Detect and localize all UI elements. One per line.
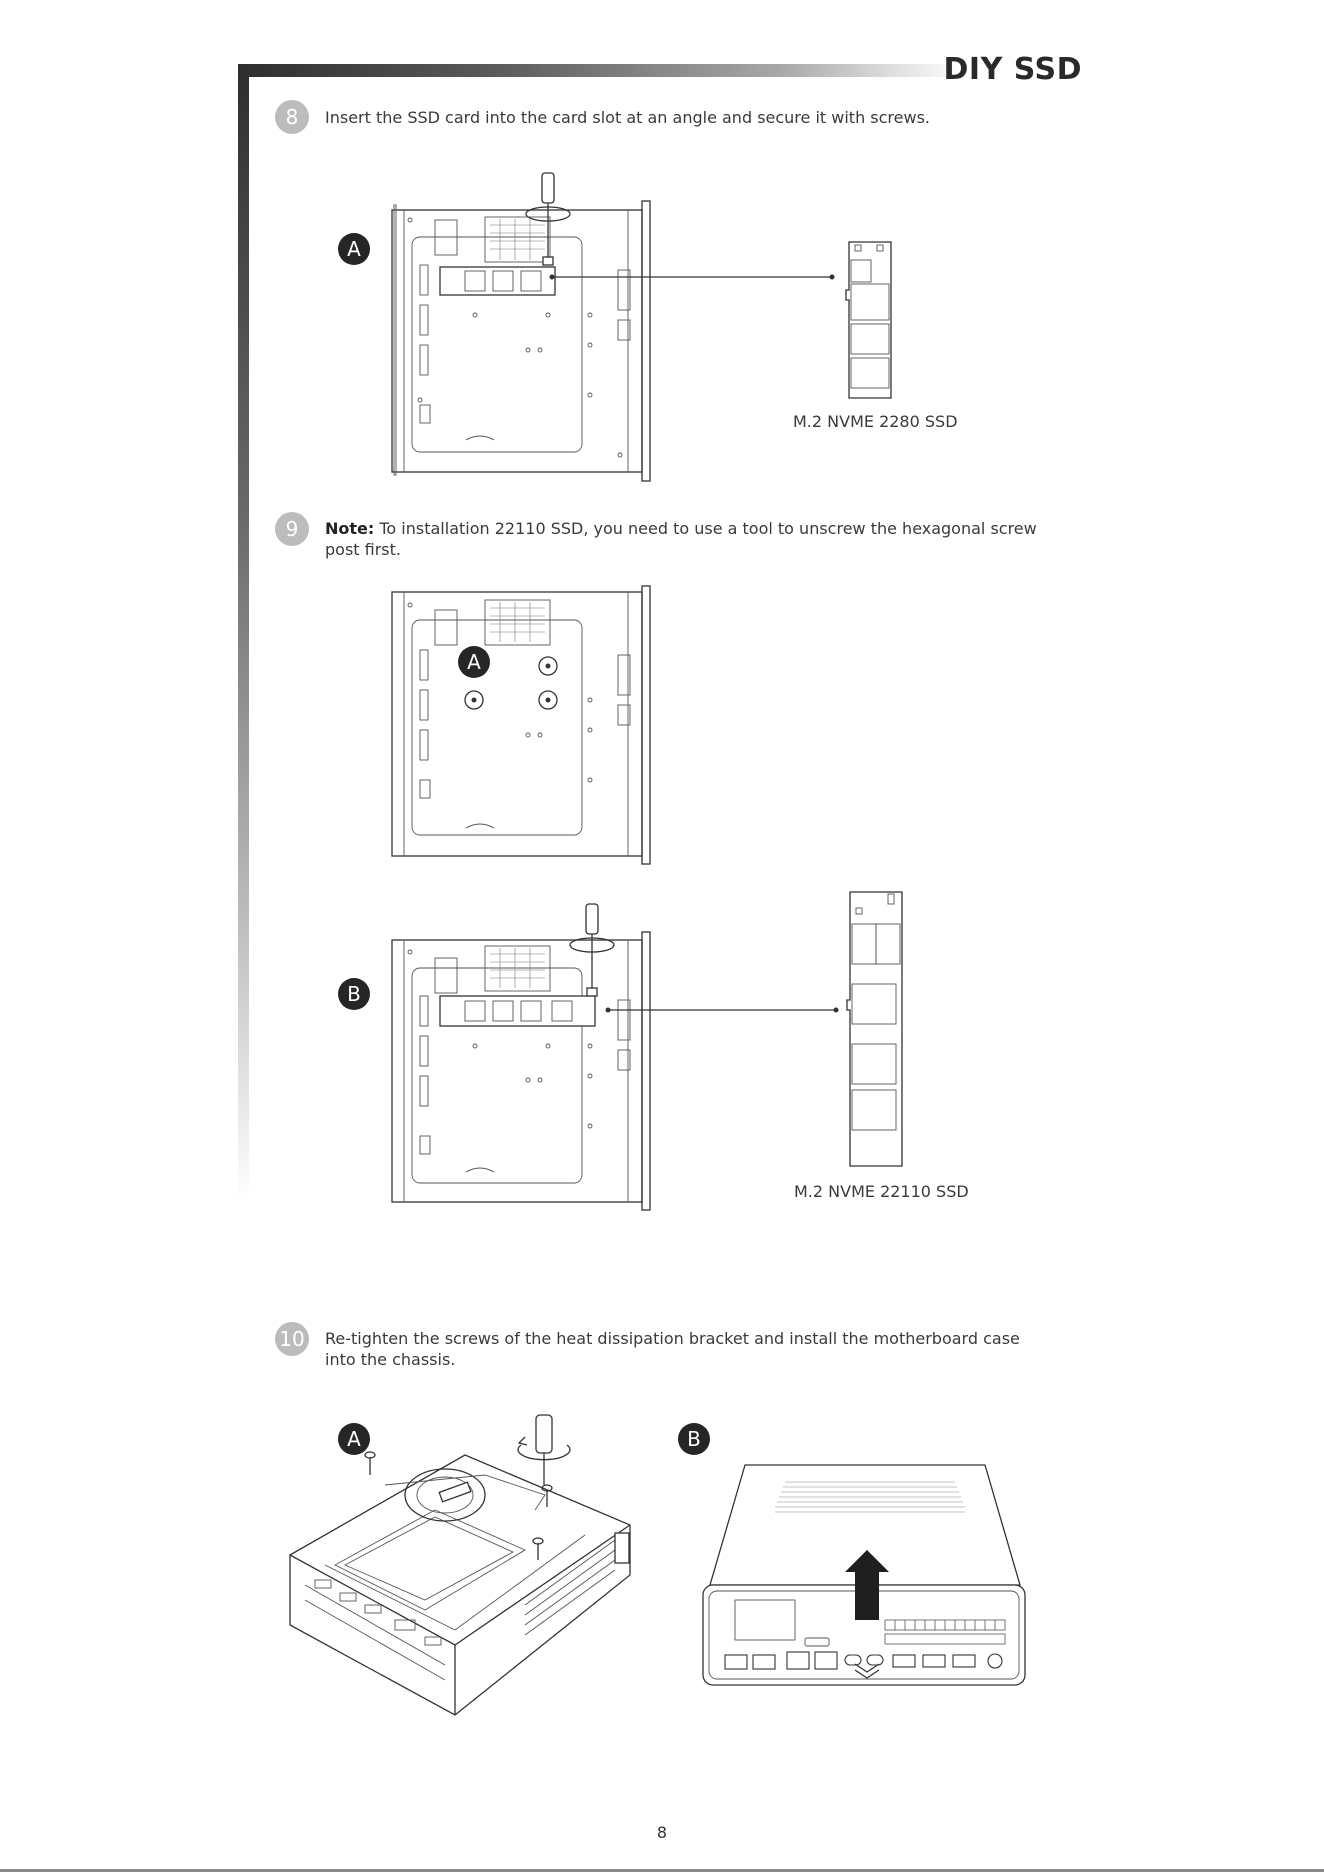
board-illustration-step9b: [391, 903, 839, 1211]
badge-b: B: [338, 978, 370, 1010]
step-number-8: 8: [275, 100, 309, 134]
badge-b-step10: B: [678, 1423, 710, 1455]
page-title: DIY SSD: [943, 52, 1082, 87]
step-number-10: 10: [275, 1322, 309, 1356]
step-9-note-text: To installation 22110 SSD, you need to u…: [325, 519, 1037, 559]
badge-a-step10: A: [338, 1423, 370, 1455]
step-10-instruction: Re-tighten the screws of the heat dissip…: [325, 1329, 1020, 1369]
header-accent-bar: [238, 64, 962, 77]
badge-a-step9: A: [458, 646, 490, 678]
ssd-2280-caption: M.2 NVME 2280 SSD: [793, 412, 958, 431]
board-illustration-step8: [391, 172, 835, 482]
board-illustration-step9a: [391, 585, 651, 865]
step-number-9: 9: [275, 512, 309, 546]
note-label: Note:: [325, 519, 375, 538]
chassis-illustration-step10b: [702, 1464, 1026, 1686]
side-accent-bar: [238, 64, 249, 1204]
bracket-illustration-step10a: [289, 1414, 631, 1716]
step-9-instruction: Note: To installation 22110 SSD, you nee…: [325, 518, 1045, 560]
ssd-22110-caption: M.2 NVME 22110 SSD: [794, 1182, 969, 1201]
ssd-2280-illustration: [845, 241, 892, 399]
badge-a: A: [338, 233, 370, 265]
footer-divider: [0, 1869, 1324, 1872]
step-9-number-text: 9: [285, 517, 299, 541]
step-8-instruction: Insert the SSD card into the card slot a…: [325, 108, 931, 127]
page-number: 8: [656, 1823, 668, 1842]
ssd-22110-illustration: [846, 891, 903, 1167]
